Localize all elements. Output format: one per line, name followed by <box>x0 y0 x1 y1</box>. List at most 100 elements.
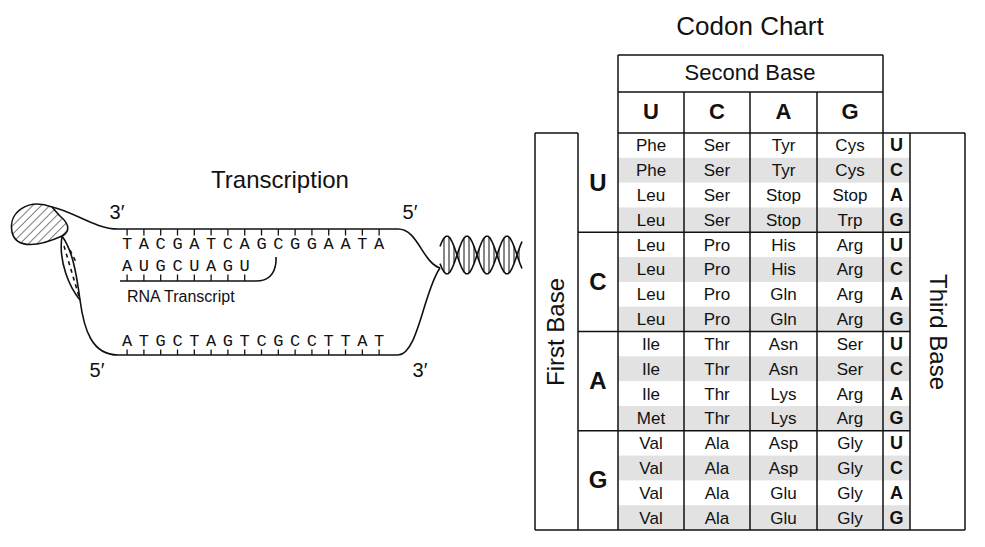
amino-acid-cell: Arg <box>837 261 863 278</box>
amino-acid-cell: Gly <box>837 435 863 452</box>
base-tick <box>177 275 178 282</box>
helix-rung <box>449 237 450 273</box>
helix-rung <box>519 249 520 261</box>
helix-lobe <box>11 204 67 244</box>
amino-acid-cell: Arg <box>837 286 863 303</box>
grid-line <box>617 55 619 530</box>
base-tick <box>345 350 346 356</box>
helix-rung <box>474 246 475 263</box>
amino-acid-cell: Thr <box>704 410 730 427</box>
chart-heading: Codon Chart <box>676 13 823 39</box>
grid-line <box>578 232 910 234</box>
grid-line <box>749 92 751 530</box>
base-letter: C <box>890 459 903 477</box>
base-letter: U <box>643 101 659 123</box>
amino-acid-cell: Ala <box>705 459 730 476</box>
amino-acid-cell: Cys <box>835 137 864 154</box>
grid-line <box>618 132 965 134</box>
base-letter: G <box>589 468 608 492</box>
base-tick <box>194 275 195 282</box>
amino-acid-cell: Arg <box>837 385 863 402</box>
base-tick <box>227 275 228 282</box>
strand-left-rungs <box>64 246 80 300</box>
amino-acid-cell: Stop <box>766 211 801 228</box>
helix-rung <box>504 238 505 272</box>
helix-rung <box>479 249 480 261</box>
amino-acid-cell: Phe <box>636 162 666 179</box>
amino-acid-cell: Leu <box>637 261 665 278</box>
base-letter: A <box>890 186 903 204</box>
base-letter: G <box>889 310 903 328</box>
amino-acid-cell: Ser <box>837 360 863 377</box>
amino-acid-cell: Asn <box>769 360 798 377</box>
base-tick <box>126 350 127 356</box>
helix-rung <box>444 238 445 272</box>
base-tick <box>328 350 329 356</box>
strand-right-bottom <box>398 268 440 355</box>
amino-acid-cell: Thr <box>704 385 730 402</box>
dna-sequence: TACGATCAGCGGAATA <box>122 236 391 253</box>
base-tick <box>261 350 262 356</box>
base-tick <box>194 350 195 356</box>
base-tick <box>244 350 245 356</box>
amino-acid-cell: Ser <box>704 187 730 204</box>
base-tick <box>278 350 279 356</box>
amino-acid-cell: Val <box>639 459 662 476</box>
row-shading <box>618 406 910 431</box>
helix-rung <box>459 249 460 261</box>
amino-acid-cell: Ala <box>705 509 730 526</box>
amino-acid-cell: Leu <box>637 286 665 303</box>
base-letter: U <box>589 171 606 195</box>
base-tick <box>294 350 295 356</box>
amino-acid-cell: Glu <box>770 484 796 501</box>
diagram-heading: Transcription <box>211 168 349 192</box>
helix-rung <box>494 246 495 263</box>
base-letter: U <box>890 434 903 452</box>
amino-acid-cell: Asp <box>769 435 798 452</box>
base-letter: U <box>890 335 903 353</box>
amino-acid-cell: Asn <box>769 335 798 352</box>
amino-acid-cell: Glu <box>770 509 796 526</box>
helix-rung <box>454 246 455 263</box>
grid-line <box>578 430 910 432</box>
amino-acid-cell: Leu <box>637 236 665 253</box>
base-letter: C <box>890 161 903 179</box>
base-letter: A <box>589 369 606 393</box>
row-shading <box>618 207 910 232</box>
axis-title: Second Base <box>685 62 816 84</box>
helix-rung <box>484 238 485 272</box>
grid-line <box>816 92 818 530</box>
base-letter: U <box>890 136 903 154</box>
row-shading <box>618 456 910 481</box>
helix-rung <box>514 246 515 263</box>
base-tick <box>160 350 161 356</box>
grid-line <box>535 529 965 531</box>
amino-acid-cell: Lys <box>771 385 797 402</box>
row-shading <box>618 356 910 381</box>
base-tick <box>244 275 245 282</box>
amino-acid-cell: Pro <box>704 311 730 328</box>
base-tick <box>143 275 144 282</box>
amino-acid-cell: Pro <box>704 286 730 303</box>
amino-acid-cell: Phe <box>636 137 666 154</box>
grid-line <box>964 133 966 530</box>
amino-acid-cell: Ala <box>705 484 730 501</box>
rna-backbone <box>120 257 276 281</box>
helix-rung <box>464 238 465 272</box>
amino-acid-cell: Val <box>639 509 662 526</box>
amino-acid-cell: Ile <box>642 360 660 377</box>
base-tick <box>177 350 178 356</box>
base-letter: C <box>709 101 725 123</box>
amino-acid-cell: Tyr <box>772 162 796 179</box>
grid-line <box>578 331 910 333</box>
amino-acid-cell: Val <box>639 435 662 452</box>
row-shading <box>618 505 910 530</box>
amino-acid-cell: Met <box>637 410 665 427</box>
amino-acid-cell: Gly <box>837 459 863 476</box>
amino-acid-cell: Leu <box>637 211 665 228</box>
amino-acid-cell: Thr <box>704 360 730 377</box>
coding-strand-backbone <box>118 354 398 356</box>
amino-acid-cell: Lys <box>771 410 797 427</box>
base-tick <box>378 350 379 356</box>
base-tick <box>210 275 211 282</box>
